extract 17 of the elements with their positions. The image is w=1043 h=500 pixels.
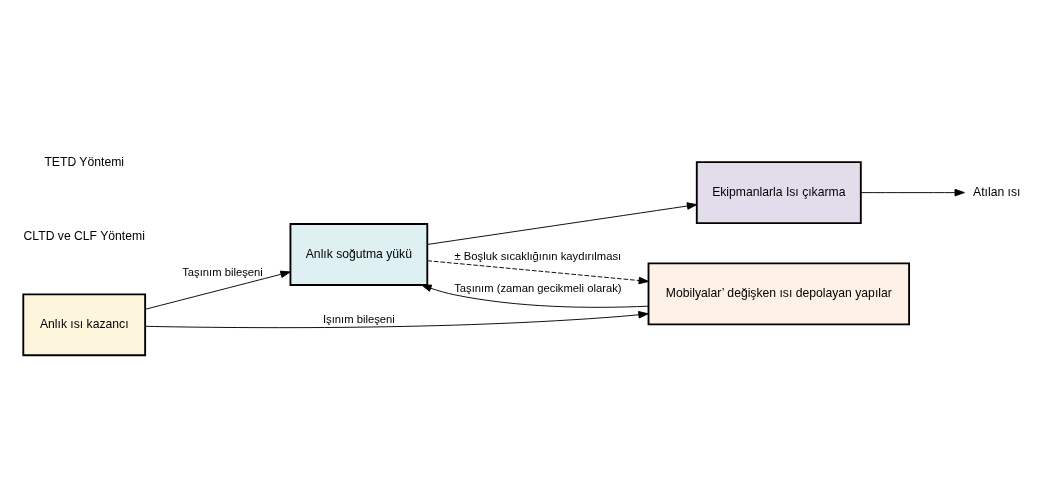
node-box: Anlık soğutma yükü bbox=[289, 222, 429, 286]
label: CLTD ve CLF Yöntemi bbox=[23, 228, 145, 243]
edge-label: Taşınım bileşeni bbox=[182, 265, 263, 278]
arrow bbox=[426, 201, 698, 245]
edge-label: Taşınım (zaman gecikmeli olarak) bbox=[454, 281, 622, 294]
node-box: Mobilyalar’ değişken ısı depolayan yapılar bbox=[647, 261, 911, 325]
arrow bbox=[427, 259, 649, 284]
node-text: Atılan ısı bbox=[973, 184, 1021, 199]
arrow bbox=[144, 270, 291, 310]
edge-label: Işınım bileşeni bbox=[322, 312, 395, 325]
edge-label: ± Boşluk sıcaklığının kaydırılması bbox=[454, 249, 622, 262]
node-box: Ekipmanlarla Isı çıkarma bbox=[695, 160, 862, 224]
arrow bbox=[144, 310, 649, 328]
label: TETD Yöntemi bbox=[44, 154, 125, 169]
arrow bbox=[860, 188, 965, 196]
node-box: Anlık ısı kazancı bbox=[22, 292, 147, 356]
arrow bbox=[421, 284, 649, 308]
